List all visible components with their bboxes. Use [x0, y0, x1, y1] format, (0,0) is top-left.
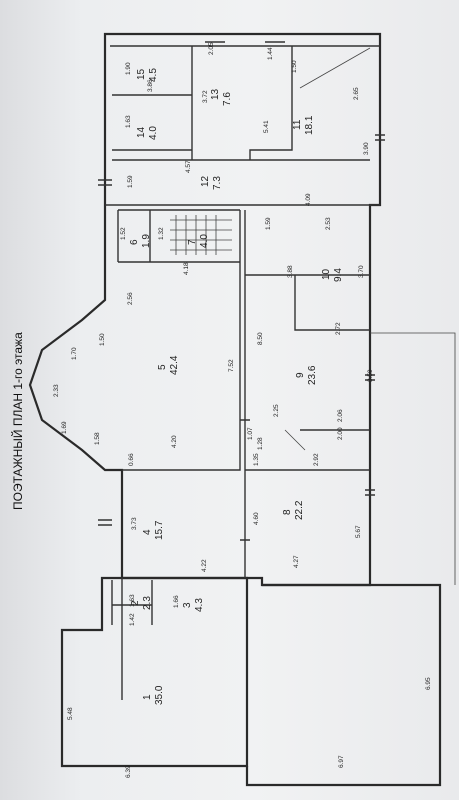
exterior-wall-lower — [60, 576, 249, 768]
dimension-label: 1.90 — [125, 62, 132, 75]
door-swing-9 — [284, 429, 306, 451]
dimension-label: 1.50 — [291, 60, 298, 73]
dimension-label: 1.50 — [99, 333, 106, 346]
room-2-area: 2.3 — [142, 596, 153, 610]
dimension-label: 3.90 — [363, 142, 370, 155]
terrace-outline — [370, 332, 456, 585]
dimension-label: 2.06 — [337, 409, 344, 422]
room-1-area: 35.0 — [154, 685, 165, 705]
dimension-label: 3.88 — [287, 265, 294, 278]
dimension-label: 1.32 — [158, 227, 165, 240]
dimension-label: 1.07 — [247, 427, 254, 440]
room-1-number: 1 — [142, 694, 153, 700]
dimension-label: 1.58 — [94, 432, 101, 445]
dimension-label: 1.63 — [125, 115, 132, 128]
dimension-label: 2.53 — [325, 217, 332, 230]
room-3-area: 4.3 — [194, 598, 205, 612]
dimension-label: 1.44 — [267, 47, 274, 60]
dimension-label: 8.50 — [257, 332, 264, 345]
dimension-label: 1.59 — [127, 175, 134, 188]
dimension-label: 1.35 — [253, 453, 260, 466]
dimension-label: 1.52 — [120, 227, 127, 240]
dimension-label: 3.86 — [147, 79, 154, 92]
dimension-label: 5.41 — [263, 120, 270, 133]
dimension-label: 4.22 — [201, 559, 208, 572]
dimension-label: 4.60 — [253, 512, 260, 525]
dimension-label: 4.57 — [185, 160, 192, 173]
room-11-number: 11 — [292, 119, 303, 130]
dimension-label: 7.52 — [228, 359, 235, 372]
dimension-label: 1.69 — [61, 421, 68, 434]
dimension-label: 2.25 — [273, 404, 280, 417]
dimension-label: 4.09 — [305, 193, 312, 206]
dimension-label: 2.92 — [313, 453, 320, 466]
room-10-number: 10 — [321, 268, 332, 280]
room-9-area: 23.6 — [307, 365, 318, 385]
dimension-label: 2.33 — [53, 384, 60, 397]
room-15-number: 15 — [136, 68, 147, 80]
room-2-number: 2 — [130, 600, 141, 606]
dimension-label: 5.67 — [355, 525, 362, 538]
dimension-label: 3.72 — [202, 90, 209, 103]
dimension-label: 6.39 — [125, 765, 132, 778]
room-5-area: 42.4 — [169, 355, 180, 375]
room-9-number: 9 — [295, 372, 306, 378]
room-13-number: 13 — [210, 88, 221, 100]
dimension-label: 1.66 — [173, 595, 180, 608]
exterior-wall-annex — [245, 583, 442, 787]
room-7-number: 7 — [187, 239, 198, 245]
room-11-diagonal — [299, 47, 371, 89]
dimension-label: 2.05 — [208, 42, 215, 55]
dimension-label: 4.20 — [171, 435, 178, 448]
dimension-label: 2.00 — [337, 427, 344, 440]
dimension-label: 0.66 — [128, 453, 135, 466]
dimension-label: 1.70 — [71, 347, 78, 360]
dimension-label: 1.59 — [265, 217, 272, 230]
windows — [98, 41, 385, 541]
room-13-area: 7.6 — [222, 92, 233, 106]
room-15-area: 4.5 — [148, 68, 159, 82]
room-12-area: 7.3 — [212, 176, 223, 190]
room-6-number: 6 — [129, 239, 140, 245]
room-5-number: 5 — [157, 364, 168, 370]
room-4-area: 15.7 — [154, 520, 165, 540]
dimension-label: 3.59 — [367, 369, 374, 382]
room-8-area: 22.2 — [294, 500, 305, 520]
dimension-label: 5.48 — [67, 707, 74, 720]
dimension-label: 1.28 — [257, 437, 264, 450]
dimension-label: 6.97 — [338, 755, 345, 768]
room-6-area: 1.9 — [141, 234, 152, 248]
room-10-area: 9.4 — [333, 268, 344, 282]
room-4-number: 4 — [142, 529, 153, 535]
stair-treads — [170, 215, 232, 255]
dimension-label: 3.70 — [358, 265, 365, 278]
dimension-label: 2.72 — [335, 322, 342, 335]
room-7-area: 4.0 — [199, 234, 210, 248]
dimension-label: 1.42 — [129, 613, 136, 626]
dimension-labels: 1.90 3.86 1.63 2.05 1.44 1.50 3.72 5.41 … — [53, 42, 432, 778]
room-8-number: 8 — [282, 509, 293, 515]
dimension-label: 2.56 — [127, 292, 134, 305]
room-11-area: 18.1 — [304, 115, 315, 135]
room-3-number: 3 — [182, 602, 193, 608]
room-14-area: 4.0 — [148, 126, 159, 140]
interior-walls — [105, 45, 380, 700]
exterior-wall-upper — [28, 32, 382, 587]
room-14-number: 14 — [136, 126, 147, 138]
dimension-label: 1.63 — [129, 594, 136, 607]
dimension-label: 3.73 — [131, 517, 138, 530]
plan-title: ПОЭТАЖНЫЙ ПЛАН 1-го этажа — [10, 332, 25, 510]
room-labels: 1 35.0 2 2.3 3 4.3 4 15.7 5 42.4 6 1.9 7… — [129, 68, 344, 705]
dimension-label: 4.27 — [293, 555, 300, 568]
room-12-number: 12 — [200, 175, 211, 187]
dimension-label: 4.18 — [183, 262, 190, 275]
dimension-label: 6.95 — [425, 677, 432, 690]
dimension-label: 2.65 — [353, 87, 360, 100]
